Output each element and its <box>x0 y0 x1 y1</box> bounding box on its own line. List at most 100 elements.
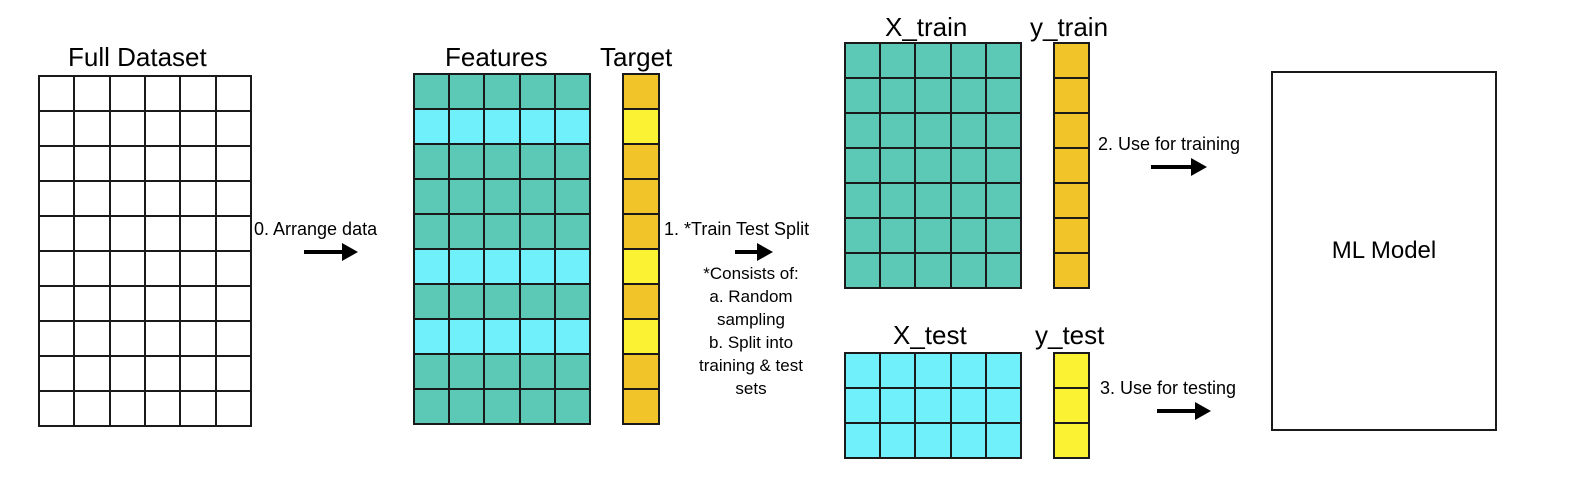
dataset-cell <box>40 112 74 145</box>
dataset-cell <box>75 322 109 355</box>
feature-cell <box>555 285 589 318</box>
x-test-cell <box>916 389 950 422</box>
x-train-cell <box>846 254 880 287</box>
feature-cell <box>485 320 519 353</box>
target-cell <box>624 110 658 143</box>
feature-cell <box>415 180 449 213</box>
feature-cell <box>485 250 519 283</box>
features-grid <box>413 73 591 425</box>
arrange-data-label: 0. Arrange data <box>254 219 378 239</box>
y-test-title: y_test <box>1035 320 1105 350</box>
dataset-cell <box>40 217 74 250</box>
feature-cell <box>450 390 484 423</box>
feature-cell <box>485 355 519 388</box>
x-train-cell <box>881 219 915 252</box>
x-test-cell <box>846 389 880 422</box>
x-train-cell <box>846 184 880 217</box>
feature-cell <box>555 250 589 283</box>
x-train-cell <box>881 44 915 77</box>
dataset-cell <box>40 287 74 320</box>
feature-cell <box>415 390 449 423</box>
feature-cell <box>415 320 449 353</box>
split-note-line: sets <box>735 379 767 398</box>
x-train-cell <box>881 254 915 287</box>
split-note-line: *Consists of: <box>703 264 799 283</box>
feature-cell <box>415 215 449 248</box>
dataset-cell <box>75 392 109 425</box>
x-test-cell <box>846 424 880 457</box>
dataset-cell <box>110 252 144 285</box>
y-train-cell <box>1055 79 1088 112</box>
dataset-cell <box>181 147 215 180</box>
dataset-cell <box>110 217 144 250</box>
dataset-cell <box>145 392 180 425</box>
x-train-cell <box>916 149 950 182</box>
dataset-cell <box>145 252 180 285</box>
feature-cell <box>520 215 554 248</box>
x-test-cell <box>881 424 915 457</box>
feature-cell <box>450 215 484 248</box>
x-train-cell <box>846 44 880 77</box>
dataset-cell <box>181 357 215 390</box>
feature-cell <box>450 110 484 143</box>
x-train-cell <box>846 219 880 252</box>
dataset-cell <box>110 77 144 110</box>
y-test-column <box>1053 352 1090 459</box>
x-train-cell <box>951 79 985 112</box>
dataset-cell <box>145 322 180 355</box>
target-title: Target <box>600 42 673 72</box>
dataset-cell <box>145 217 180 250</box>
feature-cell <box>415 145 449 178</box>
feature-cell <box>520 355 554 388</box>
y-test-cell <box>1055 424 1088 457</box>
target-cell <box>624 75 658 108</box>
dataset-cell <box>181 287 215 320</box>
target-cell <box>624 320 658 353</box>
y-test-cell <box>1055 389 1088 422</box>
dataset-cell <box>145 112 180 145</box>
x-test-cell <box>846 354 880 387</box>
dataset-cell <box>216 77 250 110</box>
ml-model-label: ML Model <box>1331 237 1437 264</box>
dataset-cell <box>181 217 215 250</box>
arrange-arrow-icon <box>304 243 358 261</box>
feature-cell <box>450 75 484 108</box>
x-train-title: X_train <box>885 12 968 42</box>
x-train-cell <box>846 114 880 147</box>
dataset-cell <box>145 287 180 320</box>
x-train-cell <box>986 254 1020 287</box>
dataset-cell <box>145 147 180 180</box>
x-train-cell <box>881 114 915 147</box>
dataset-cell <box>216 182 250 215</box>
dataset-cell <box>40 182 74 215</box>
dataset-cell <box>110 182 144 215</box>
feature-cell <box>485 145 519 178</box>
dataset-cell <box>75 217 109 250</box>
feature-cell <box>450 320 484 353</box>
x-test-cell <box>986 424 1020 457</box>
x-train-cell <box>881 149 915 182</box>
split-note-line: training & test <box>699 356 803 375</box>
y-train-title: y_train <box>1030 12 1109 42</box>
dataset-cell <box>145 357 180 390</box>
x-test-cell <box>986 389 1020 422</box>
feature-cell <box>450 180 484 213</box>
x-test-cell <box>916 354 950 387</box>
feature-cell <box>555 355 589 388</box>
x-test-cell <box>881 389 915 422</box>
feature-cell <box>520 390 554 423</box>
feature-cell <box>555 110 589 143</box>
x-train-cell <box>951 254 985 287</box>
dataset-cell <box>40 147 74 180</box>
x-test-cell <box>986 354 1020 387</box>
x-train-cell <box>916 79 950 112</box>
x-train-cell <box>986 149 1020 182</box>
x-test-cell <box>951 389 985 422</box>
feature-cell <box>485 215 519 248</box>
x-train-cell <box>916 219 950 252</box>
feature-cell <box>520 320 554 353</box>
training-arrow-icon <box>1151 158 1207 176</box>
target-cell <box>624 250 658 283</box>
feature-cell <box>485 390 519 423</box>
